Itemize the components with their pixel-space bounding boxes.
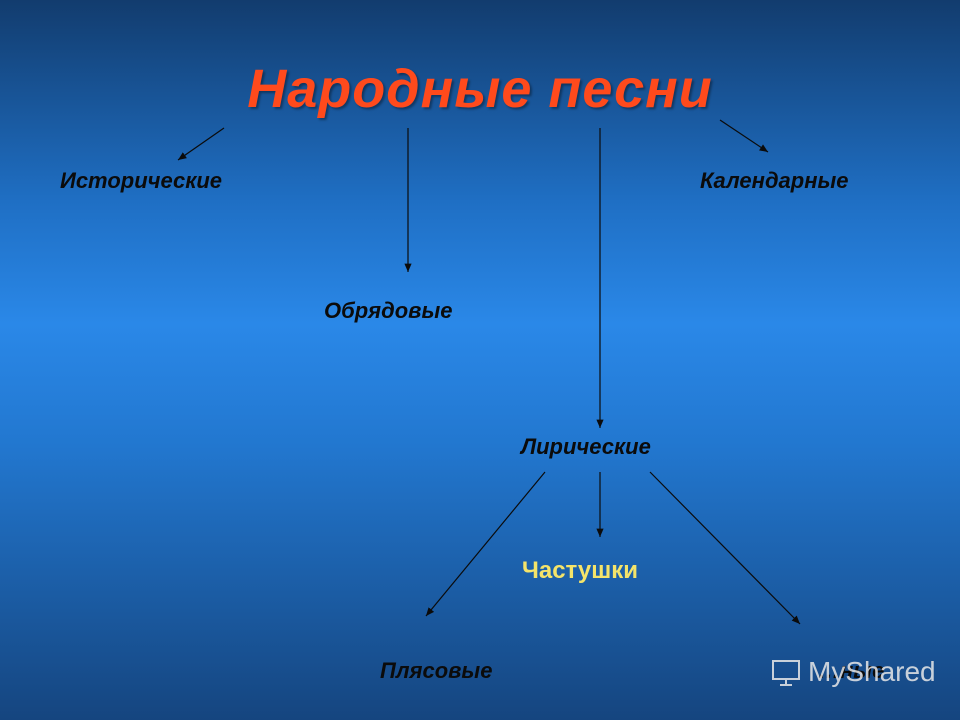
- watermark: MyShared: [770, 656, 936, 688]
- arrow-to-calendar: [719, 119, 769, 153]
- arrow-to-historical: [177, 127, 225, 161]
- node-historical: Исторические: [60, 168, 223, 193]
- node-calendar: Календарные: [700, 168, 849, 193]
- node-dance: Плясовые: [380, 658, 493, 683]
- arrow-to-partial: [649, 471, 801, 625]
- node-ritual: Обрядовые: [324, 298, 453, 323]
- diagram-title: Народные песни: [247, 59, 713, 119]
- node-chastushki: Частушки: [522, 557, 639, 584]
- arrow-to-dance: [425, 471, 546, 617]
- node-partial: …ные: [818, 658, 885, 683]
- node-lyrical: Лирические: [521, 434, 651, 459]
- presentation-icon: [772, 660, 800, 686]
- watermark-text: MyShared: [808, 656, 936, 687]
